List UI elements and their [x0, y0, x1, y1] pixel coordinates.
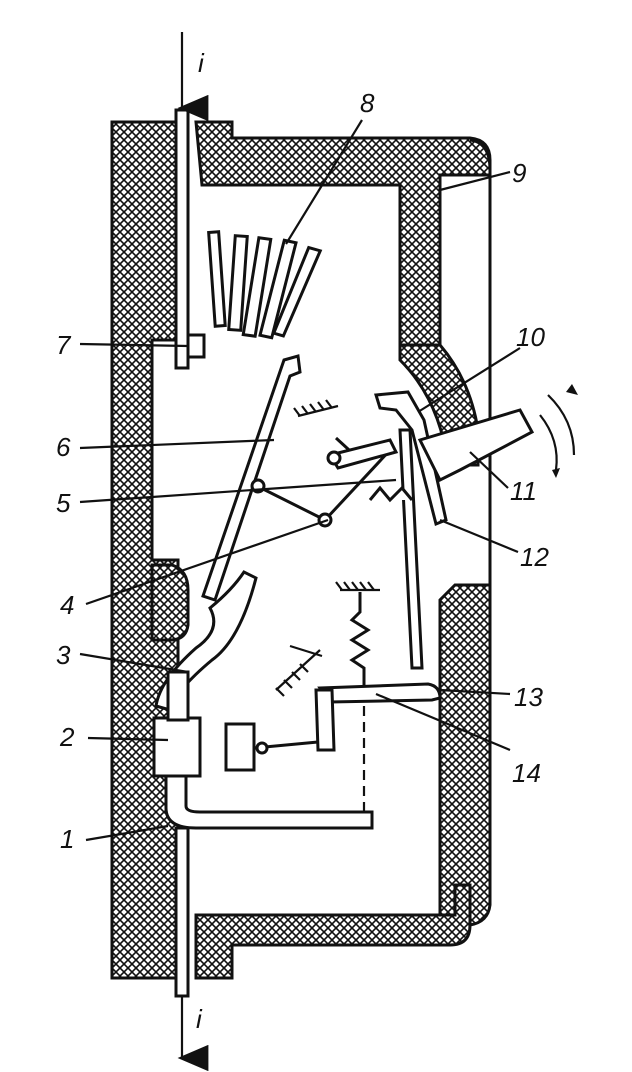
toggle-linkage [250, 399, 399, 528]
label-5: 5 [56, 488, 71, 518]
label-7: 7 [56, 330, 72, 360]
label-3: 3 [56, 640, 71, 670]
label-1: 1 [60, 824, 74, 854]
trip-lever [398, 428, 424, 670]
label-8: 8 [360, 88, 375, 118]
label-4: 4 [60, 590, 74, 620]
trip-bar-down [314, 688, 336, 752]
housing-bottom-wall [194, 883, 472, 980]
trip-bar [317, 682, 442, 704]
arc-chute [207, 230, 323, 340]
current-label-top: i [198, 48, 205, 78]
latch-mechanism [368, 390, 448, 670]
leader-lines [79, 119, 521, 842]
top-terminal [174, 108, 190, 370]
lower-conductor [164, 774, 374, 830]
trip-spring [335, 581, 380, 812]
latch [374, 390, 448, 527]
current-label-bottom: i [196, 1004, 203, 1034]
fixed-contact [186, 333, 206, 359]
label-2: 2 [59, 722, 75, 752]
housing-left-bulge [150, 563, 190, 642]
housing-outer-right [469, 138, 492, 600]
label-10: 10 [516, 322, 545, 352]
label-14: 14 [512, 758, 541, 788]
coil [152, 716, 202, 778]
handle-rotation-arrows [539, 394, 576, 471]
coil-assembly [152, 716, 319, 778]
moving-contact-arm [201, 354, 302, 602]
label-9: 9 [512, 158, 526, 188]
label-13: 13 [514, 682, 543, 712]
adjust-screw [224, 722, 256, 772]
label-12: 12 [520, 542, 549, 572]
label-11: 11 [510, 476, 537, 506]
handle [417, 408, 535, 483]
part-labels: 1 2 3 4 5 6 7 8 9 10 11 12 13 14 [56, 88, 549, 854]
bottom-terminal [174, 826, 190, 998]
housing-left-wall [110, 120, 180, 980]
housing [110, 120, 492, 980]
label-6: 6 [56, 432, 71, 462]
